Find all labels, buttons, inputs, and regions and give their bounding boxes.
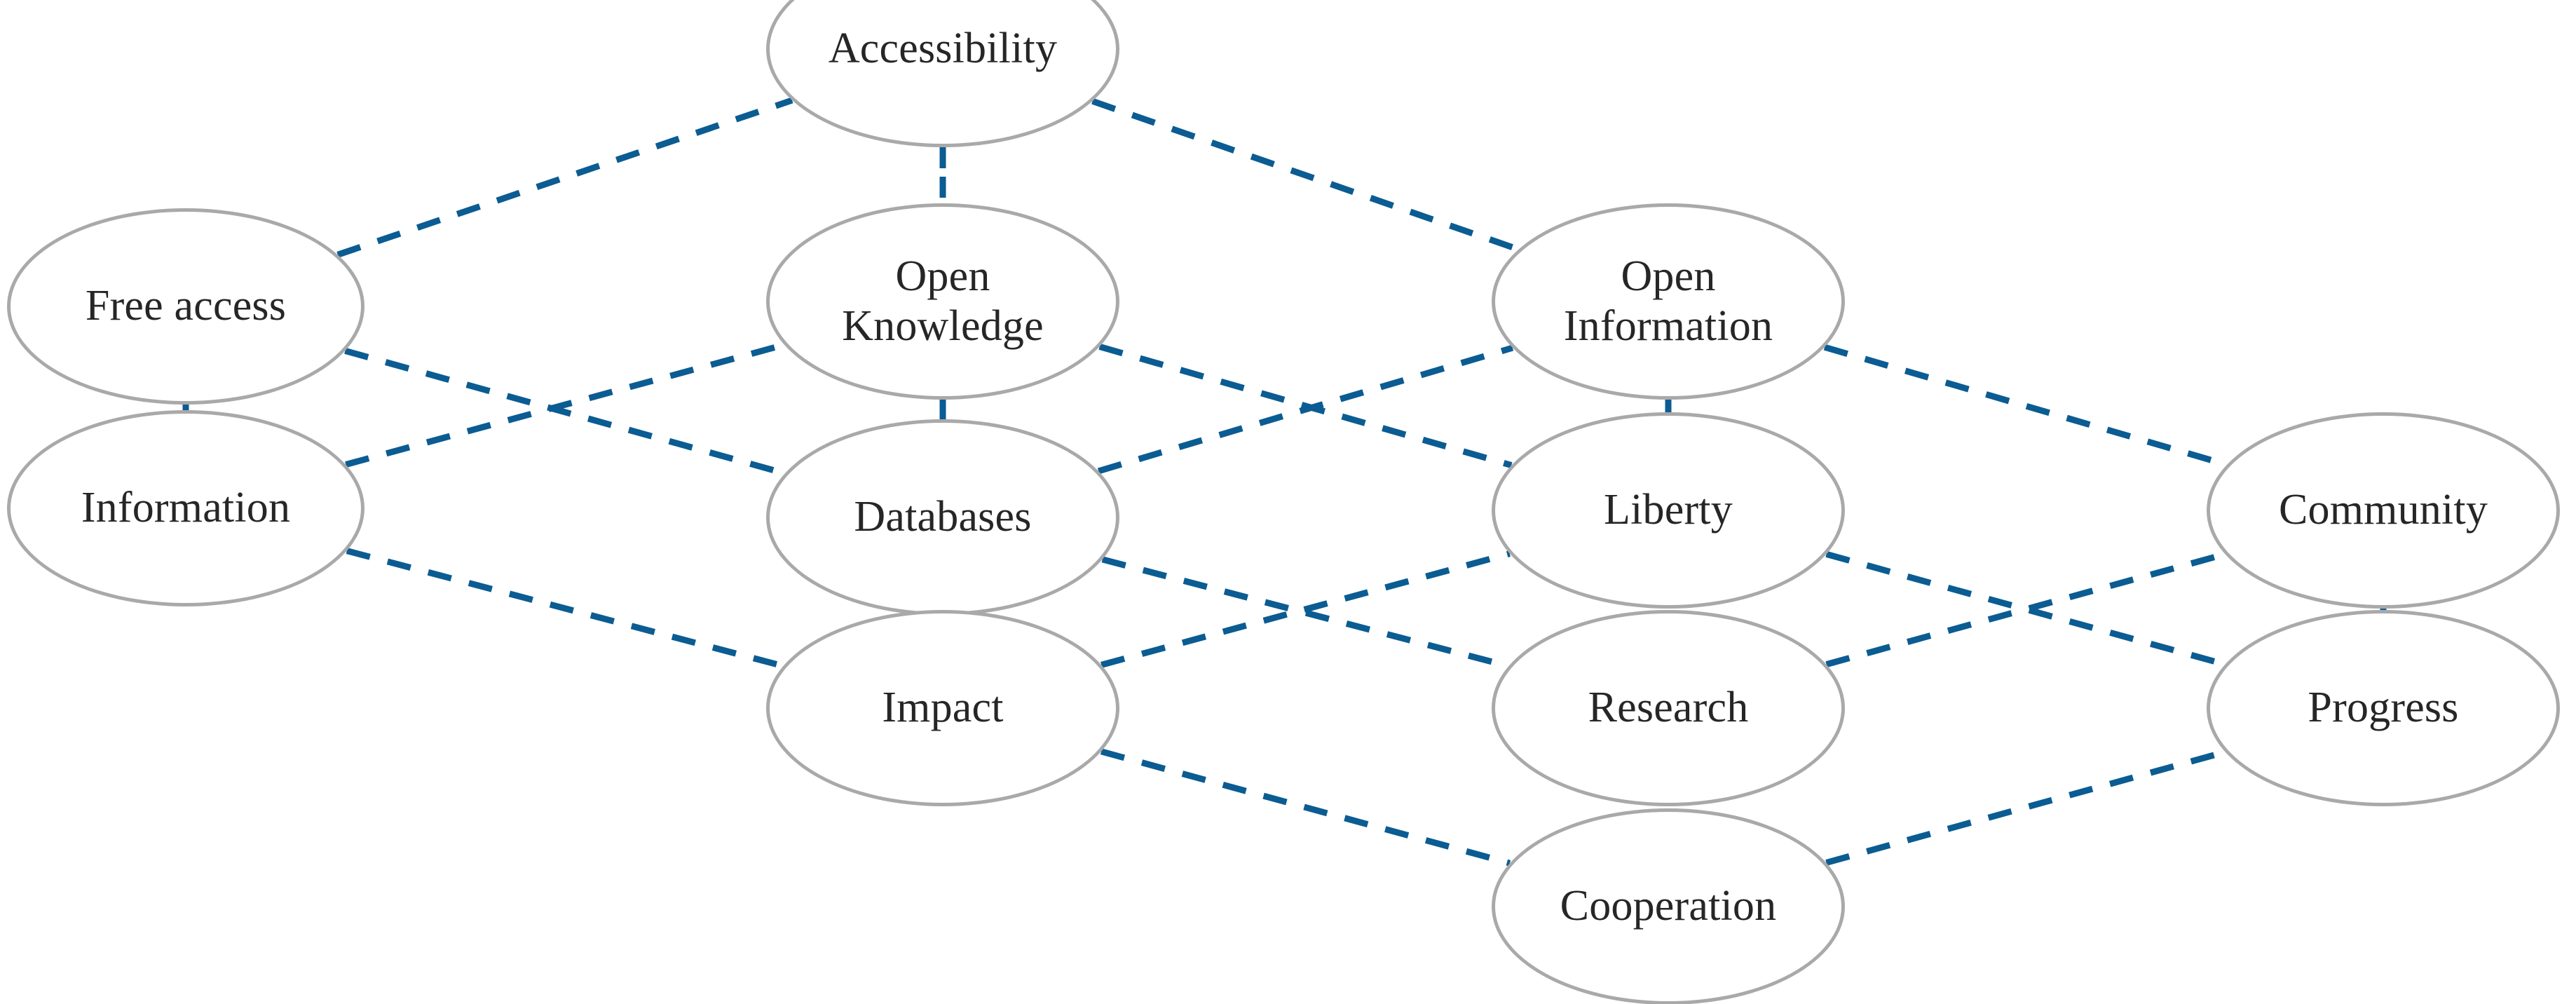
node-label-open-knowledge: Open Knowledge — [842, 252, 1044, 350]
node-information[interactable]: Information — [7, 410, 364, 606]
node-community[interactable]: Community — [2207, 412, 2560, 609]
node-label-progress: Progress — [2308, 684, 2459, 732]
node-label-information: Information — [81, 484, 291, 532]
node-open-knowledge[interactable]: Open Knowledge — [766, 203, 1119, 400]
node-label-cooperation: Cooperation — [1560, 882, 1777, 930]
node-label-databases: Databases — [854, 493, 1032, 541]
node-free-access[interactable]: Free access — [7, 208, 364, 405]
node-label-open-information: Open Information — [1563, 252, 1773, 350]
node-open-information[interactable]: Open Information — [1492, 203, 1845, 400]
node-label-research: Research — [1588, 684, 1749, 732]
node-accessibility[interactable]: Accessibility — [766, 0, 1119, 147]
node-label-free-access: Free access — [85, 282, 287, 330]
node-databases[interactable]: Databases — [766, 419, 1119, 616]
node-research[interactable]: Research — [1492, 610, 1845, 806]
node-cooperation[interactable]: Cooperation — [1492, 808, 1845, 1004]
node-impact[interactable]: Impact — [766, 610, 1119, 806]
node-label-community: Community — [2278, 486, 2488, 534]
node-label-impact: Impact — [882, 684, 1004, 732]
node-label-accessibility: Accessibility — [828, 25, 1058, 73]
node-progress[interactable]: Progress — [2207, 610, 2560, 806]
node-liberty[interactable]: Liberty — [1492, 412, 1845, 609]
node-label-liberty: Liberty — [1604, 486, 1733, 534]
